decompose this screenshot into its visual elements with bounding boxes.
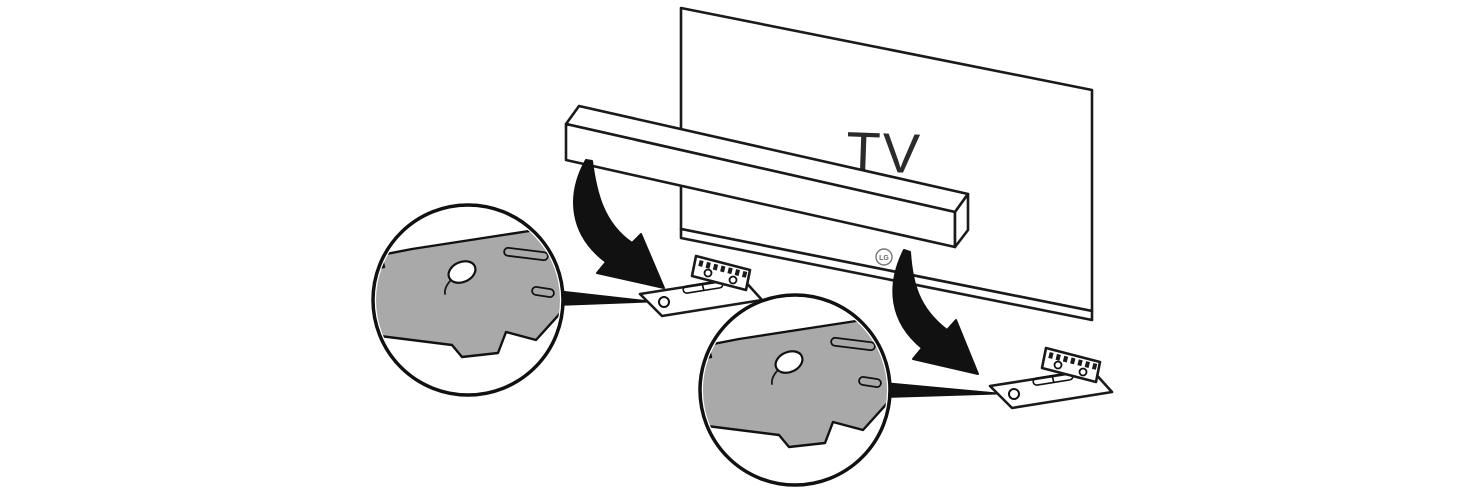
brand-badge-label: LG [879,255,889,262]
brand-badge-circle [875,248,893,266]
detail-callout-right [698,293,892,487]
soundbar [564,104,970,249]
placement-arrow-right [892,249,979,375]
wall-bracket-right [990,348,1112,408]
callout-leader-right [884,382,1013,398]
callout-leader-left [556,290,663,306]
tv-base-edge [679,227,1094,322]
detail-callout-left [371,203,565,397]
placement-arrow-left [573,159,665,289]
soundbar-end-face [953,192,970,249]
brand-badge: LG [875,248,893,266]
